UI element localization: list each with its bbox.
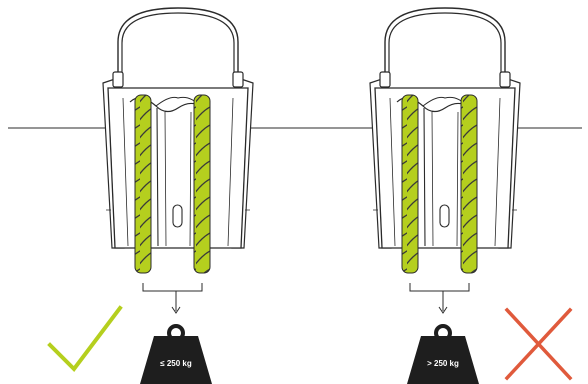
weight-label-right: > 250 kg <box>427 359 459 368</box>
cross-mark-icon <box>504 307 573 381</box>
pulley-right <box>369 7 521 314</box>
weight-label-left: ≤ 250 kg <box>160 359 192 368</box>
weight-left: ≤ 250 kg <box>140 324 212 384</box>
check-mark-icon <box>47 305 123 373</box>
pulley-left <box>102 7 254 314</box>
weight-right: > 250 kg <box>407 324 479 384</box>
